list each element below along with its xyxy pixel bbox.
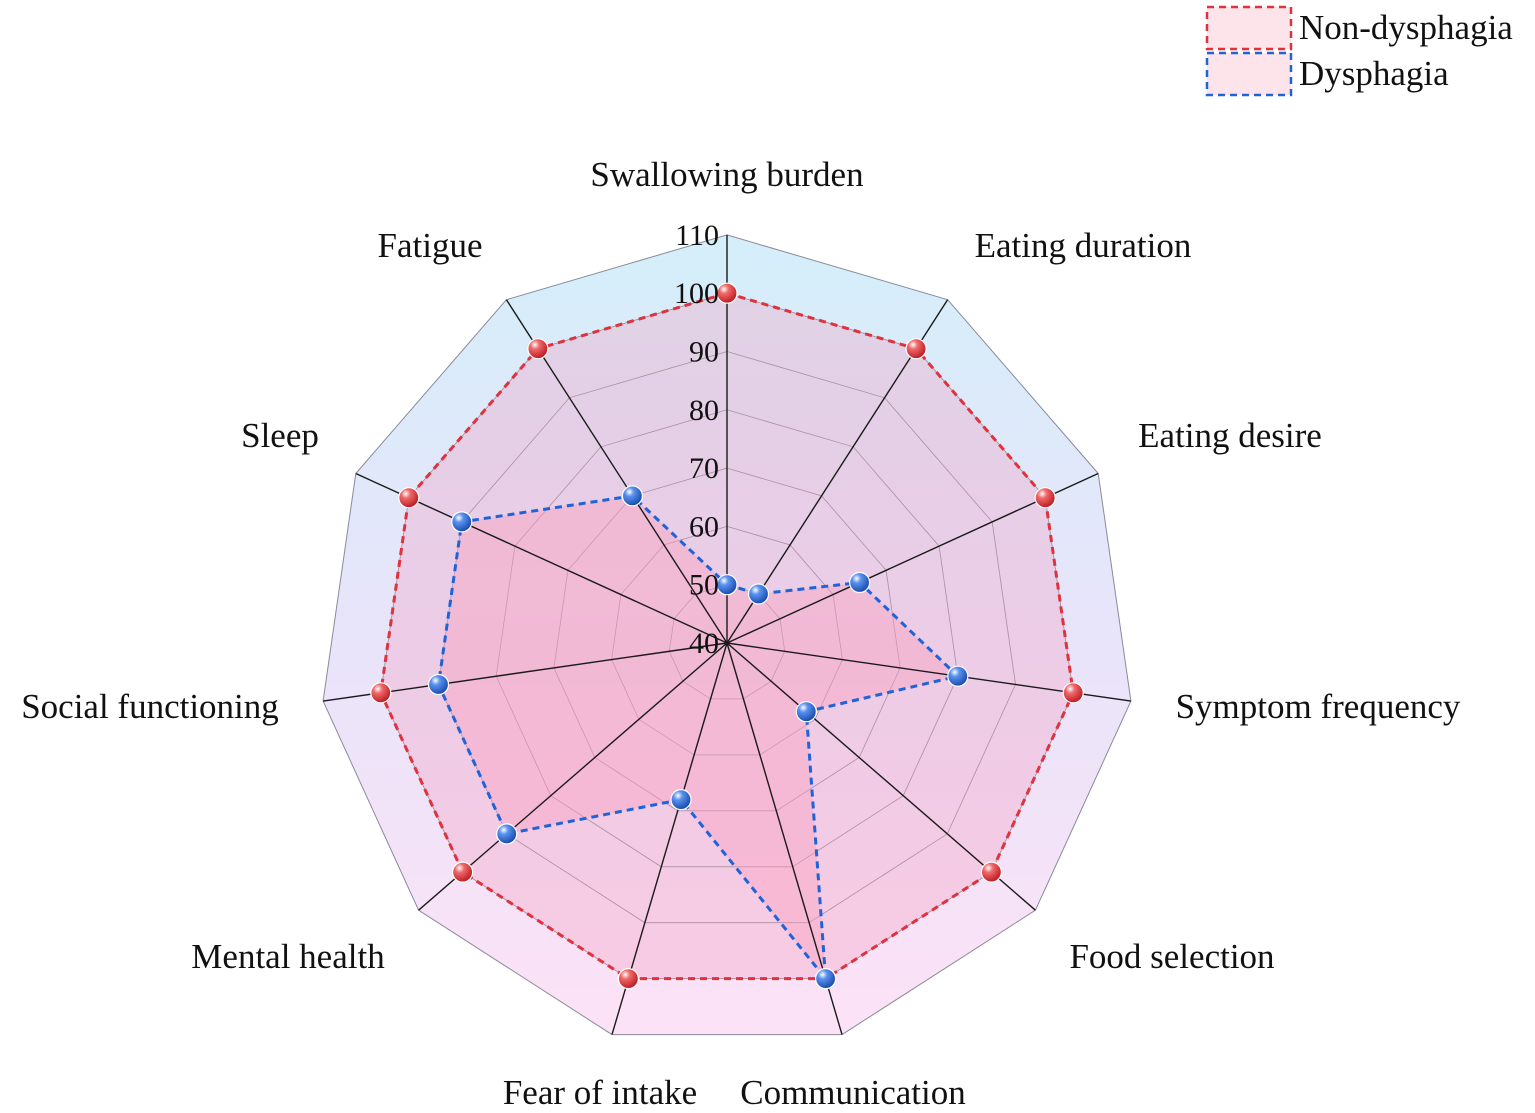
r-tick-label: 80 bbox=[689, 394, 719, 427]
series-point-1 bbox=[747, 583, 770, 605]
series-point-1 bbox=[848, 571, 871, 594]
grid-ring bbox=[668, 584, 786, 700]
series-point-0 bbox=[617, 967, 640, 990]
series-point-0 bbox=[905, 338, 927, 360]
grid-ring bbox=[495, 409, 959, 868]
category-label: Food selection bbox=[1069, 937, 1274, 976]
series-line-0 bbox=[379, 291, 1075, 981]
r-tick-label: 90 bbox=[689, 336, 719, 369]
series-point-1 bbox=[795, 701, 817, 723]
category-label: Swallowing burden bbox=[590, 155, 863, 194]
category-label: Eating desire bbox=[1138, 416, 1322, 455]
series-point-0 bbox=[370, 682, 392, 704]
series-point-0 bbox=[398, 487, 420, 509]
legend-label: Dysphagia bbox=[1299, 54, 1449, 93]
legend-swatch-1 bbox=[1205, 51, 1293, 97]
series-point-0 bbox=[452, 861, 474, 883]
series-point-1 bbox=[427, 673, 450, 696]
series-points bbox=[370, 282, 1084, 990]
category-label: Mental health bbox=[191, 937, 385, 976]
r-tick-label: 50 bbox=[689, 569, 719, 602]
series-lines bbox=[379, 291, 1075, 984]
series-fill-1 bbox=[438, 495, 958, 979]
series-point-1 bbox=[451, 511, 473, 533]
r-tick-label: 70 bbox=[689, 452, 719, 485]
r-tick-label: 110 bbox=[675, 219, 719, 252]
grid-ring bbox=[553, 467, 901, 812]
grid-ring bbox=[438, 351, 1016, 924]
category-label: Social functioning bbox=[21, 687, 279, 726]
category-label: Symptom frequency bbox=[1176, 687, 1461, 726]
legend-swatch-0 bbox=[1205, 5, 1293, 51]
r-tick-label: 40 bbox=[689, 627, 719, 660]
r-tick-label: 60 bbox=[689, 510, 719, 543]
series-point-0 bbox=[980, 861, 1003, 883]
category-label: Fear of intake bbox=[503, 1073, 697, 1112]
series-point-0 bbox=[527, 338, 549, 360]
series-point-1 bbox=[496, 823, 518, 845]
legend-label: Non-dysphagia bbox=[1299, 8, 1513, 47]
r-tick-label: 100 bbox=[674, 277, 719, 310]
tick-labels: 40 50 60 70 80 90 100 110 bbox=[674, 219, 719, 660]
series-point-1 bbox=[621, 485, 644, 507]
category-label: Communication bbox=[740, 1073, 966, 1112]
series-point-0 bbox=[1062, 682, 1084, 704]
category-label: Fatigue bbox=[378, 226, 483, 265]
series-line-1 bbox=[436, 494, 961, 984]
series-point-1 bbox=[947, 665, 969, 687]
series-point-1 bbox=[716, 574, 738, 596]
series-point-0 bbox=[1034, 487, 1056, 509]
category-label: Sleep bbox=[241, 416, 319, 455]
category-label: Eating duration bbox=[975, 226, 1192, 265]
series-point-1 bbox=[814, 967, 837, 990]
series-point-1 bbox=[670, 788, 692, 811]
series-point-0 bbox=[716, 282, 738, 304]
